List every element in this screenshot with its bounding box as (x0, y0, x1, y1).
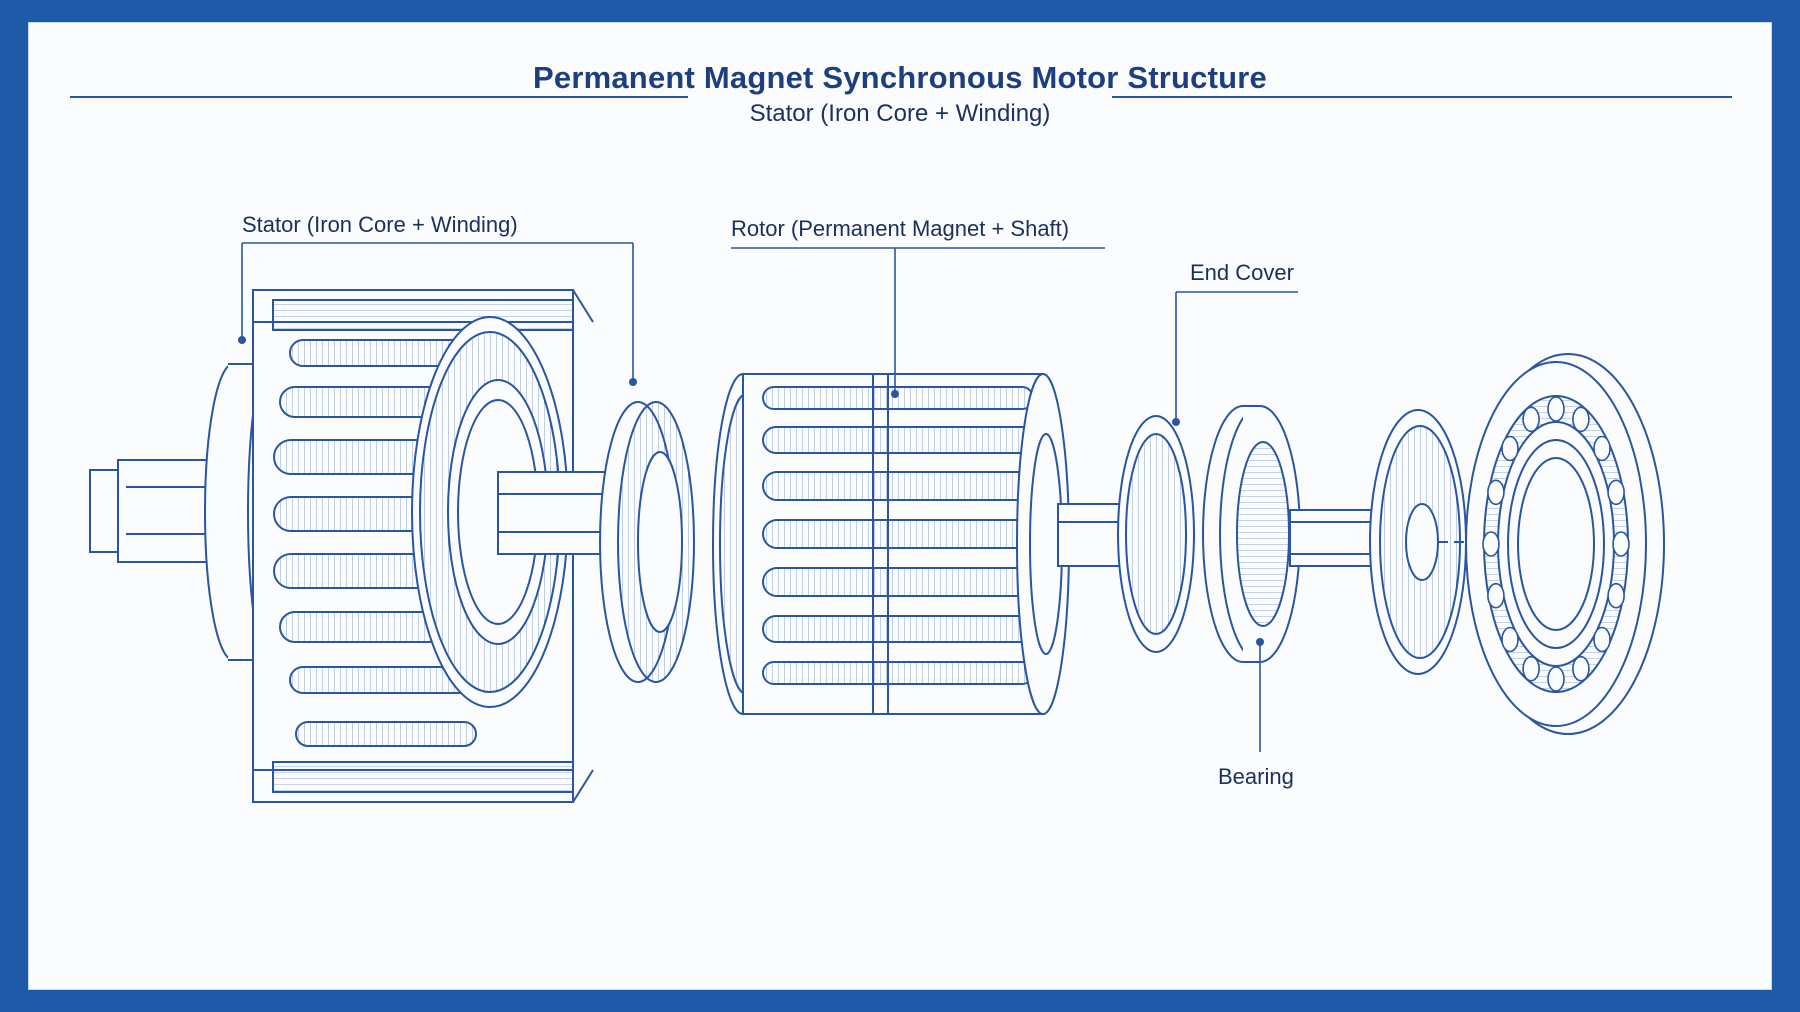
bearing-ball (1501, 435, 1519, 462)
diagram-title: Permanent Magnet Synchronous Motor Struc… (533, 60, 1267, 95)
motor-exploded-view (89, 242, 1665, 803)
rotor-label: Rotor (Permanent Magnet + Shaft) (731, 216, 1070, 241)
bearing-ball (1482, 531, 1500, 557)
stator-label: Stator (Iron Core + Winding) (242, 212, 518, 237)
end-cover (1117, 405, 1301, 663)
bearing-ball (1547, 396, 1565, 422)
bearing-ball (1487, 479, 1505, 506)
diagram-frame: Permanent Magnet Synchronous Motor Struc… (28, 22, 1772, 990)
bearing-ball (1522, 655, 1540, 682)
stator-assembly (89, 289, 649, 803)
bearing-balls (1482, 396, 1630, 692)
bearing-ball (1593, 626, 1611, 653)
bearing-ball (1501, 626, 1519, 653)
toothed-ring (599, 401, 695, 683)
bearing-ball (1487, 582, 1505, 609)
bearing-label: Bearing (1218, 764, 1294, 789)
bearing-ball (1607, 479, 1625, 506)
shaft-and-washer (1289, 409, 1488, 675)
rotor-assembly (712, 373, 1129, 715)
title-rule-left (70, 96, 688, 98)
bearing-ball (1572, 655, 1590, 682)
bearing-ball (1522, 406, 1540, 433)
title-rule-right (1112, 96, 1732, 98)
bearing-ball (1612, 531, 1630, 557)
diagram-subtitle: Stator (Iron Core + Winding) (749, 100, 1051, 127)
end-cover-label: End Cover (1190, 260, 1294, 285)
bearing-ball (1607, 582, 1625, 609)
bearing-ball (1572, 406, 1590, 433)
bearing-ball (1547, 666, 1565, 692)
bearing-ball (1593, 435, 1611, 462)
